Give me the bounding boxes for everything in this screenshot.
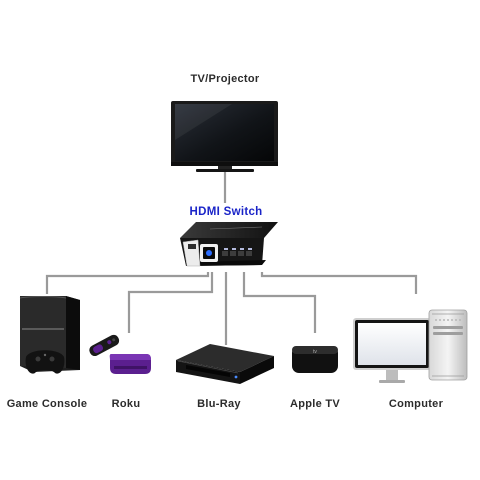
roku-icon bbox=[89, 334, 151, 374]
computer-line bbox=[260, 272, 418, 294]
controller-icon bbox=[25, 350, 65, 374]
computer-label: Computer bbox=[388, 398, 444, 410]
svg-text:tv: tv bbox=[313, 349, 317, 355]
roku-label: Roku bbox=[111, 398, 141, 410]
tv-projector-label: TV/Projector bbox=[190, 73, 260, 85]
game-console-icon bbox=[19, 296, 80, 374]
game-console-label: Game Console bbox=[6, 398, 88, 410]
apple-tv-icon: tv bbox=[292, 346, 338, 373]
roku-line bbox=[127, 272, 214, 333]
bluray-icon bbox=[176, 344, 274, 384]
hdmi-switch-label: HDMI Switch bbox=[189, 206, 263, 218]
connection-lines bbox=[45, 171, 418, 345]
appletv-line bbox=[242, 272, 317, 333]
tv-icon bbox=[171, 101, 278, 172]
apple-tv-label: Apple TV bbox=[289, 398, 341, 410]
hdmi-switch-icon bbox=[180, 222, 278, 267]
computer-icon bbox=[353, 309, 468, 383]
game-console-line bbox=[45, 272, 210, 294]
bluray-label: Blu-Ray bbox=[197, 398, 241, 410]
